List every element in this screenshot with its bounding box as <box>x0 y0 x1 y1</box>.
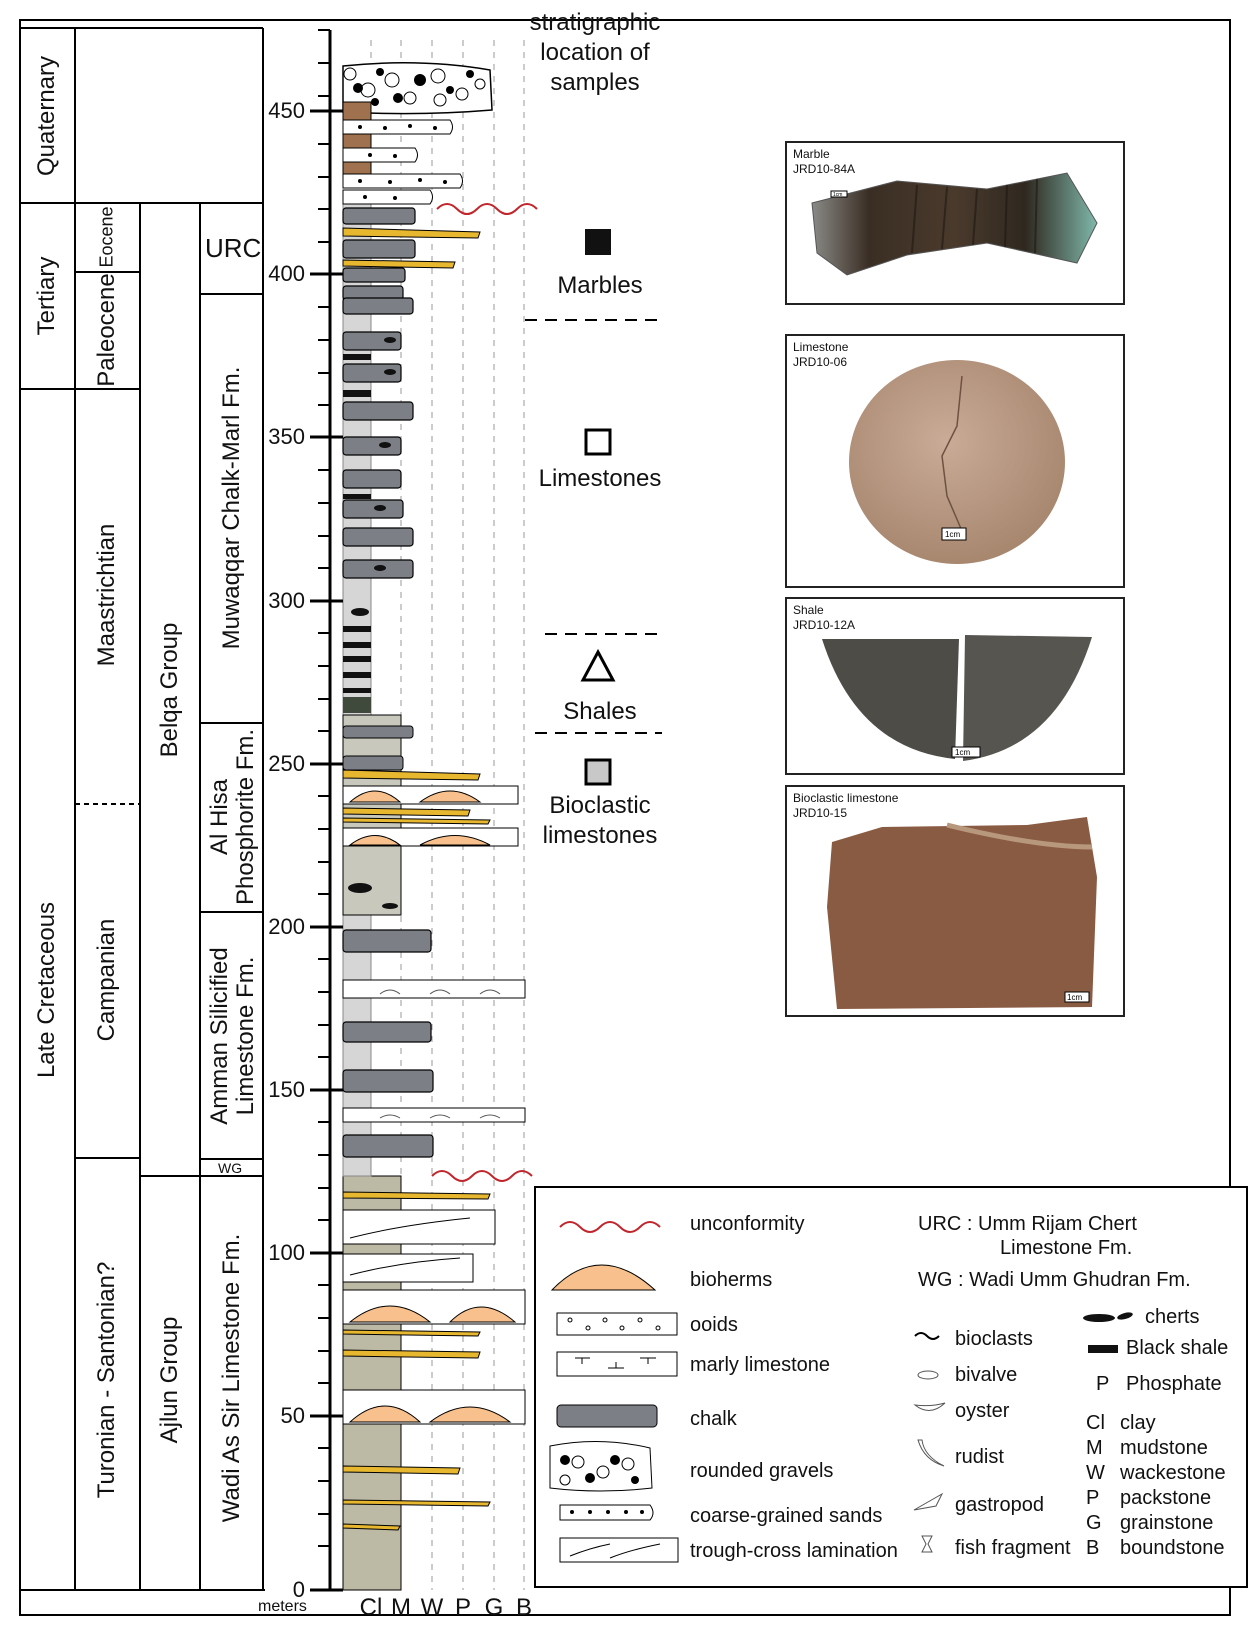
legend-texture-code-cl: Cl <box>1086 1412 1105 1435</box>
legend-texture-wackestone: wackestone <box>1120 1462 1226 1485</box>
legend-chalk: chalk <box>690 1408 737 1431</box>
legend-texture-code-g: G <box>1086 1512 1102 1535</box>
legend-black-shale: Black shale <box>1126 1337 1228 1360</box>
legend-fish-fragment: fish fragment <box>955 1537 1071 1560</box>
legend-ooids-symbol <box>557 1313 677 1335</box>
bivalve-icon <box>918 1371 938 1379</box>
legend-bioherms: bioherms <box>690 1269 772 1292</box>
legend-gastropod: gastropod <box>955 1494 1044 1517</box>
legend-texture-clay: clay <box>1120 1412 1156 1435</box>
legend-unconformity: unconformity <box>690 1213 805 1236</box>
legend-texture-code-b: B <box>1086 1537 1099 1560</box>
legend-marly: marly limestone <box>690 1354 830 1377</box>
legend-oyster: oyster <box>955 1400 1009 1423</box>
legend-chalk-symbol <box>557 1405 657 1427</box>
legend-sands: coarse-grained sands <box>690 1505 882 1528</box>
legend-cherts: cherts <box>1145 1306 1199 1329</box>
legend-lamination: trough-cross lamination <box>690 1540 898 1563</box>
legend-texture-code-w: W <box>1086 1462 1105 1485</box>
legend-ooids: ooids <box>690 1314 738 1337</box>
legend-texture-packstone: packstone <box>1120 1487 1211 1510</box>
legend-gravels: rounded gravels <box>690 1460 833 1483</box>
legend-texture-grainstone: grainstone <box>1120 1512 1213 1535</box>
legend-rudist: rudist <box>955 1446 1004 1469</box>
legend-texture-mudstone: mudstone <box>1120 1437 1208 1460</box>
legend-phosphate-symbol: P <box>1096 1373 1109 1396</box>
abbrev-urc: URC : Umm Rijam Chert <box>918 1213 1137 1236</box>
legend-texture-code-m: M <box>1086 1437 1103 1460</box>
abbrev-urc-2: Limestone Fm. <box>1000 1237 1132 1260</box>
legend-bivalve: bivalve <box>955 1364 1017 1387</box>
legend-marly-symbol <box>557 1352 677 1376</box>
legend-bioclasts: bioclasts <box>955 1328 1033 1351</box>
legend-texture-boundstone: boundstone <box>1120 1537 1225 1560</box>
black-shale-icon <box>1088 1345 1118 1353</box>
legend-lamination-symbol <box>560 1538 678 1562</box>
chert-icon-1 <box>1083 1314 1115 1322</box>
legend-phosphate: Phosphate <box>1126 1373 1222 1396</box>
abbrev-wg: WG : Wadi Umm Ghudran Fm. <box>918 1269 1191 1292</box>
legend-texture-code-p: P <box>1086 1487 1099 1510</box>
